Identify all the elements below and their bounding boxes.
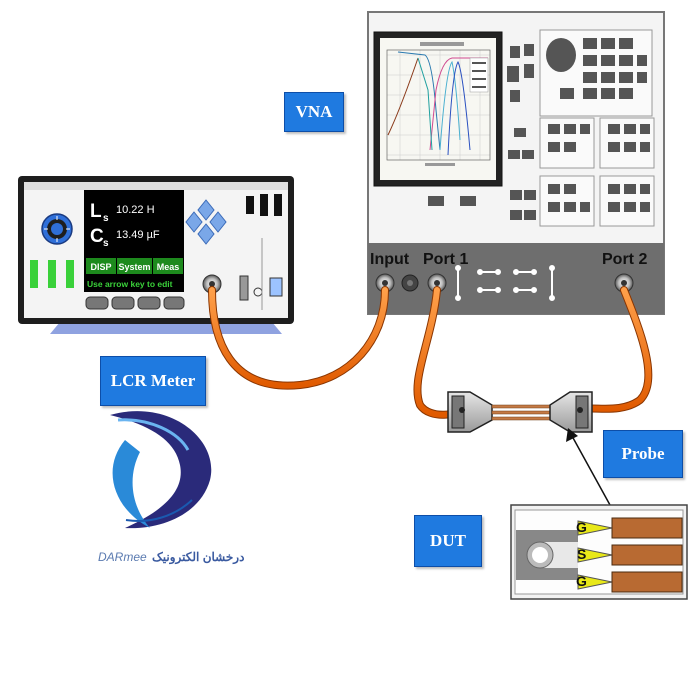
lcr-blue-button[interactable] bbox=[269, 277, 283, 297]
logo-persian-text: درخشان الکترونیک bbox=[152, 550, 244, 565]
lcr-meter-instrument: L s 10.22 H C s 13.49 µF DISP System Mea… bbox=[18, 176, 294, 334]
lcr-screen bbox=[84, 190, 184, 292]
dut-pin-g-top: G bbox=[576, 519, 587, 535]
probe-label: Probe bbox=[603, 430, 683, 478]
vna-input-label: Input bbox=[370, 251, 410, 268]
lcr-green-indicators bbox=[30, 260, 74, 288]
lcr-meter-label: LCR Meter bbox=[100, 356, 206, 406]
vna-plot bbox=[386, 42, 491, 166]
vna-port2-connector[interactable] bbox=[614, 273, 634, 293]
ls-subscript: s bbox=[103, 213, 109, 224]
vna-function-keys[interactable] bbox=[428, 124, 650, 220]
dut-arrow bbox=[566, 428, 611, 506]
vna-port2-label: Port 2 bbox=[602, 251, 647, 268]
left-probe bbox=[447, 391, 493, 433]
cs-value: 13.49 µF bbox=[116, 229, 160, 241]
lcr-hint-text: Use arrow key to edit bbox=[87, 279, 173, 289]
softkey-disp[interactable] bbox=[86, 258, 116, 274]
vna-port1-label: Port 1 bbox=[423, 251, 468, 268]
right-probe bbox=[549, 391, 593, 433]
lcr-output-connector[interactable] bbox=[202, 274, 222, 294]
company-logo: DARmee درخشان الکترونیک bbox=[98, 411, 244, 565]
ls-symbol: L bbox=[90, 201, 102, 222]
softkey-meas-label: Meas bbox=[157, 262, 180, 272]
ls-value: 10.22 H bbox=[116, 204, 155, 216]
dut-label: DUT bbox=[414, 515, 482, 567]
lcr-power-switches[interactable] bbox=[246, 194, 282, 216]
softkey-system[interactable] bbox=[117, 258, 152, 274]
cs-symbol: C bbox=[90, 226, 104, 247]
cs-subscript: s bbox=[103, 238, 109, 249]
vna-side-keys[interactable] bbox=[507, 44, 534, 102]
lcr-slot bbox=[239, 275, 249, 301]
vna-label: VNA bbox=[284, 92, 344, 132]
softkey-meas[interactable] bbox=[153, 258, 183, 274]
vna-port-panel bbox=[368, 243, 664, 314]
lcr-front-buttons[interactable] bbox=[85, 296, 185, 310]
dut-pin-g-bottom: G bbox=[576, 573, 587, 589]
vna-keypad[interactable] bbox=[560, 38, 647, 99]
vna-jumper-links bbox=[455, 265, 555, 301]
lcr-dial-icon[interactable] bbox=[41, 213, 73, 245]
vna-knob[interactable] bbox=[546, 38, 576, 72]
dut-pin-s: S bbox=[577, 546, 586, 562]
logo-brand-text: DARmee bbox=[98, 550, 147, 564]
softkey-disp-label: DISP bbox=[90, 262, 111, 272]
dut-board: G S G bbox=[510, 504, 688, 600]
lcr-arrow-keys[interactable] bbox=[185, 199, 227, 245]
vna-instrument: Input Port 1 Port 2 bbox=[367, 11, 665, 315]
softkey-system-label: System bbox=[118, 262, 150, 272]
probe-strips bbox=[491, 404, 551, 421]
